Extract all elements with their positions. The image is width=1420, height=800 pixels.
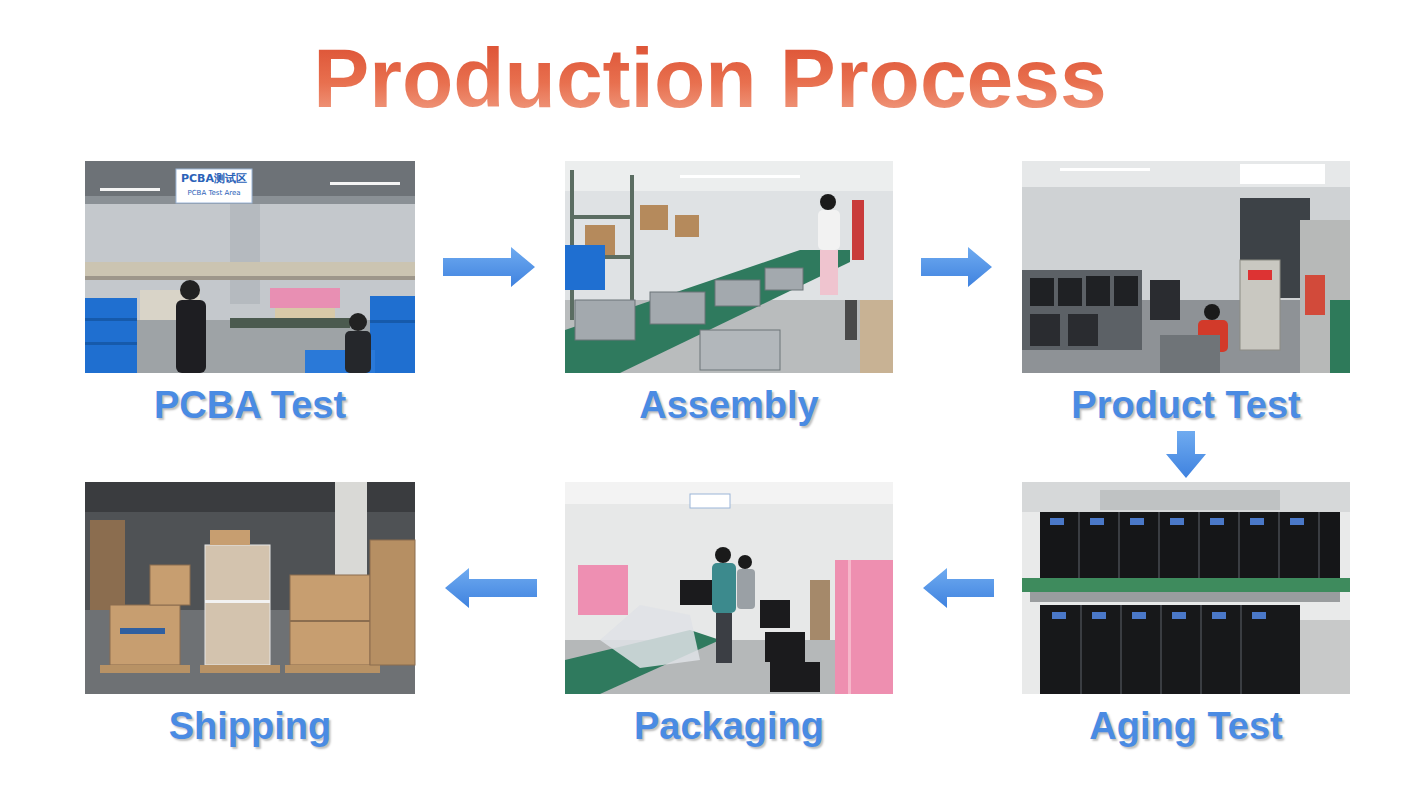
flow-arrow xyxy=(923,568,994,608)
aging-test-photo xyxy=(1022,482,1350,694)
process-step: Assembly xyxy=(565,161,893,427)
flow-arrow xyxy=(443,247,535,287)
process-step: Packaging xyxy=(565,482,893,748)
product-test-photo xyxy=(1022,161,1350,373)
step-caption: Aging Test xyxy=(1022,704,1350,748)
packaging-photo xyxy=(565,482,893,694)
process-step: Product Test xyxy=(1022,161,1350,427)
step-caption: Assembly xyxy=(565,383,893,427)
step-caption: PCBA Test xyxy=(85,383,415,427)
flow-arrow xyxy=(921,247,992,287)
flow-arrow xyxy=(445,568,537,608)
sign-text: PCBA Test Area xyxy=(176,188,252,198)
shipping-photo xyxy=(85,482,415,694)
sign-text: PCBA测试区 xyxy=(176,172,252,186)
diagram-title: Production Process xyxy=(0,28,1420,128)
step-caption: Shipping xyxy=(85,704,415,748)
process-step: PCBA Test xyxy=(85,161,415,427)
assembly-photo xyxy=(565,161,893,373)
flow-arrow xyxy=(1166,431,1206,478)
process-step: Shipping xyxy=(85,482,415,748)
process-step: Aging Test xyxy=(1022,482,1350,748)
pcba-photo xyxy=(85,161,415,373)
step-caption: Product Test xyxy=(1022,383,1350,427)
step-caption: Packaging xyxy=(565,704,893,748)
